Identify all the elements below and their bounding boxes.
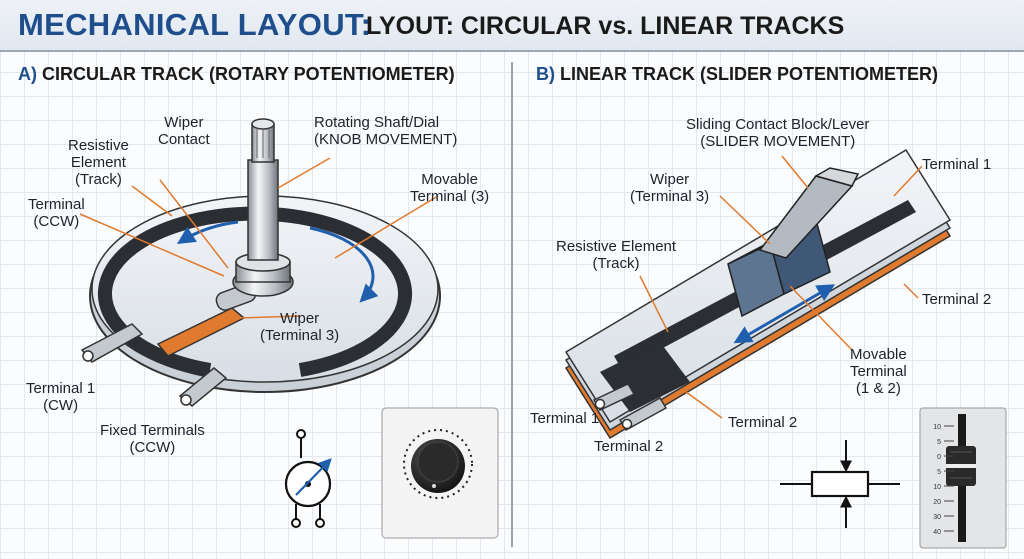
section-a-heading: A) CIRCULAR TRACK (ROTARY POTENTIOMETER) [18, 64, 455, 85]
label-terminal-2-right: Terminal 2 [922, 291, 992, 308]
section-b-heading: B) LINEAR TRACK (SLIDER POTENTIOMETER) [536, 64, 938, 85]
fader-tick-label: 5 [937, 469, 941, 476]
rotation-arrow [309, 226, 379, 303]
slider-leader-lines [639, 155, 923, 419]
label-wiper-terminal-3: Wiper (Terminal 3) [260, 310, 340, 344]
section-a-letter: A) [18, 64, 37, 84]
rotary-schematic-symbol [284, 429, 332, 528]
label-terminal-1-cw: Terminal 1 (CW) [26, 380, 96, 414]
label-terminal-2-mid: Terminal 2 [728, 414, 798, 431]
section-b-letter: B) [536, 64, 555, 84]
label-rotating-shaft: Rotating Shaft/Dial (KNOB MOVEMENT) [314, 114, 458, 148]
slider-terminal-1 [592, 383, 636, 411]
page-subtitle: LYOUT: CIRCULAR vs. LINEAR TRACKS [366, 12, 845, 40]
fader-tick-label: 5 [937, 439, 941, 446]
rotary-terminal-ccw [178, 367, 228, 407]
label-movable-terminal-3: Movable Terminal (3) [410, 171, 490, 205]
slider-schematic-symbol [780, 440, 900, 528]
fader-tick-label: 30 [933, 514, 941, 521]
label-wiper-contact: Wiper Contact [158, 114, 210, 148]
label-slider-movable-terminal: Movable Terminal (1 & 2) [850, 346, 907, 397]
label-sliding-contact-block: Sliding Contact Block/Lever (SLIDER MOVE… [686, 116, 870, 150]
fader-tick-label: 20 [933, 499, 941, 506]
rotary-knob-photo [381, 407, 499, 539]
slider-motion-arrow [733, 284, 836, 344]
label-fixed-terminals: Fixed Terminals (CCW) [100, 422, 205, 456]
section-a-title: CIRCULAR TRACK (ROTARY POTENTIOMETER) [42, 64, 455, 84]
fader-tick-label: 40 [933, 529, 941, 536]
section-b-title: LINEAR TRACK (SLIDER POTENTIOMETER) [560, 64, 939, 84]
label-resistive-element: Resistive Element (Track) [68, 137, 129, 188]
rotary-terminal-1 [80, 323, 144, 363]
fader-tick-label: 10 [933, 424, 941, 431]
slider-terminal-2 [618, 396, 668, 432]
rotation-arrow-left [176, 220, 239, 244]
title-bar: MECHANICAL LAYOUT: LYOUT: CIRCULAR vs. L… [0, 0, 1024, 52]
fader-scale: 10 5 0 5 10 20 30 40 [933, 424, 954, 536]
label-terminal-2-bottom: Terminal 2 [594, 438, 664, 455]
label-terminal-1-top: Terminal 1 [922, 156, 992, 173]
section-divider [511, 62, 513, 547]
rotary-potentiometer [79, 118, 441, 407]
linear-slider-potentiometer [564, 148, 952, 440]
slider-lever-tip [814, 167, 860, 187]
page-title: MECHANICAL LAYOUT: [18, 7, 372, 42]
rotary-leader-lines [79, 157, 439, 319]
label-terminal-1-bottom: Terminal 1 [530, 410, 600, 427]
rotating-shaft [247, 159, 279, 261]
fader-tick-label: 0 [937, 454, 941, 461]
label-slider-wiper: Wiper (Terminal 3) [630, 171, 710, 205]
shaft-tip [251, 118, 275, 130]
label-terminal-ccw: Terminal (CCW) [28, 196, 85, 230]
label-slider-resistive-element: Resistive Element (Track) [556, 238, 677, 272]
fader-tick-label: 10 [933, 484, 941, 491]
